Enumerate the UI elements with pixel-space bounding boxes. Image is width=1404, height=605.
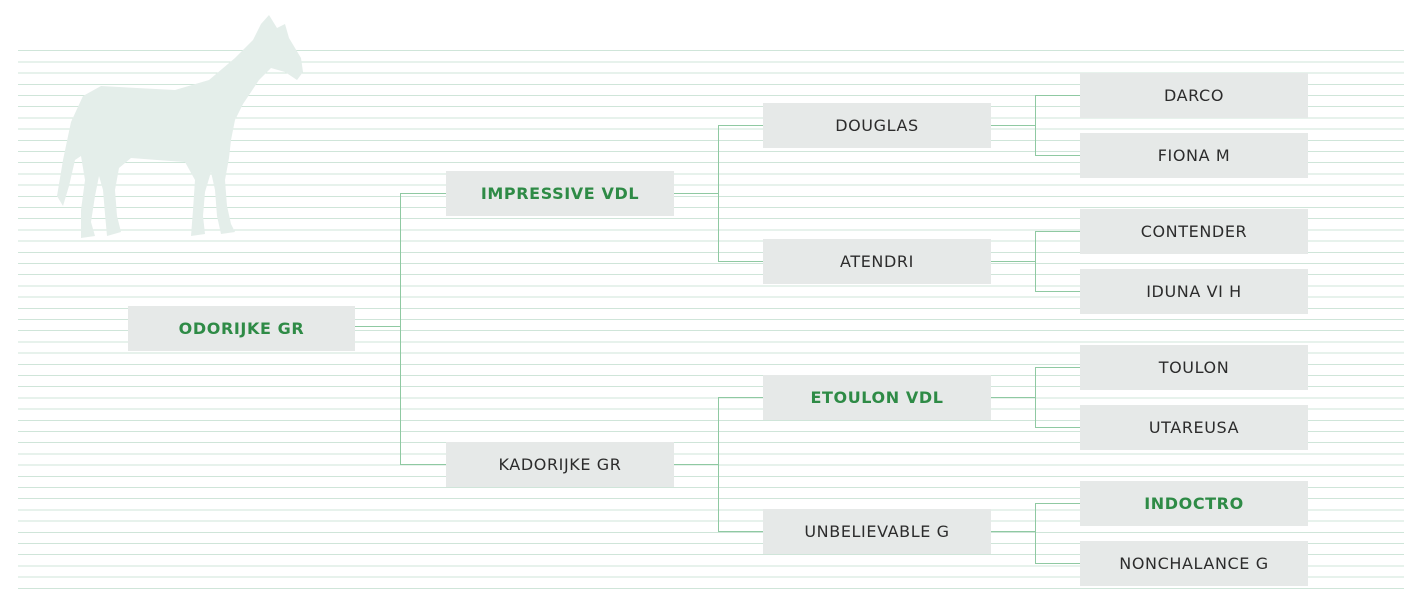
pedigree-ssd: FIONA M	[1080, 133, 1308, 178]
pedigree-ddd: NONCHALANCE G	[1080, 541, 1308, 586]
pedigree-sdd: IDUNA VI H	[1080, 269, 1308, 314]
pedigree-dss: TOULON	[1080, 345, 1308, 390]
pedigree-dds: INDOCTRO	[1080, 481, 1308, 526]
pedigree-sire: IMPRESSIVE VDL	[446, 171, 674, 216]
pedigree-sire-sire: DOUGLAS	[763, 103, 991, 148]
top-margin	[0, 0, 1404, 47]
pedigree-sds: CONTENDER	[1080, 209, 1308, 254]
pedigree-dam: KADORIJKE GR	[446, 442, 674, 487]
pedigree-dam-sire: ETOULON VDL	[763, 375, 991, 420]
pedigree-sire-dam: ATENDRI	[763, 239, 991, 284]
horse-silhouette-icon	[57, 15, 303, 238]
pedigree-horse: ODORIJKE GR	[128, 306, 355, 351]
pedigree-dsd: UTAREUSA	[1080, 405, 1308, 450]
bottom-margin	[0, 599, 1404, 605]
pedigree-sss: DARCO	[1080, 73, 1308, 118]
pedigree-dam-dam: UNBELIEVABLE G	[763, 509, 991, 554]
